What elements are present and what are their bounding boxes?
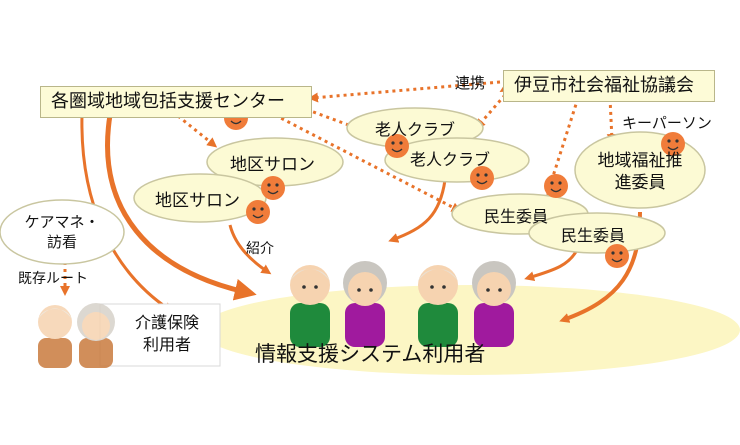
renkei-label: 連携 [455, 74, 486, 92]
salon1-label: 地区サロン [230, 155, 315, 175]
club2-label: 老人クラブ [410, 150, 491, 169]
club2-oval [384, 137, 530, 183]
arrow-club-to-users [388, 179, 447, 243]
system-users-area [200, 285, 740, 375]
keyperson-label: キーパーソン [622, 114, 712, 132]
minsei2-oval [528, 212, 666, 254]
insurance-line2: 利用者 [142, 335, 191, 354]
salon2-label: 地区サロン [155, 191, 240, 211]
insurance-users-box [99, 303, 221, 367]
caremanager-line1: ケアマネ・ [24, 213, 100, 231]
insurance-label: 介護保険 利用者 [122, 312, 212, 356]
minsei2-label: 民生委員 [561, 226, 626, 245]
arrow-center-to-users [105, 114, 257, 301]
shokai-label: 紹介 [246, 241, 274, 257]
promoter-line2: 進委員 [614, 173, 666, 193]
club1-label: 老人クラブ [375, 120, 456, 139]
elderly-people-group [290, 261, 516, 347]
arrow-minsei-to-users [524, 247, 580, 282]
system-users-label: 情報支援システム利用者 [255, 342, 486, 366]
dotted-council-to-club [475, 94, 507, 130]
insurance-line1: 介護保険 [134, 313, 199, 332]
dotted-council-to-minsei [545, 97, 580, 196]
dotted-council-to-promoter [606, 97, 617, 144]
arrow-salon-to-users [228, 224, 272, 275]
minsei1-label: 民生委員 [484, 207, 549, 226]
center-box: 各圏域地域包括支援センター [40, 86, 312, 118]
existing-route-label: 既存ルート [18, 271, 88, 287]
dotted-center-to-salon [177, 114, 218, 148]
salon2-oval [133, 173, 267, 223]
caremanager-line2: 訪看 [46, 233, 77, 251]
promoter-line1: 地域福祉推 [597, 151, 683, 171]
caremanager-label: ケアマネ・ 訪看 [14, 212, 110, 252]
promoter-label: 地域福祉推 進委員 [594, 150, 686, 194]
insurance-people [38, 303, 115, 368]
caremanager-oval [0, 199, 125, 265]
council-box: 伊豆市社会福祉協議会 [503, 70, 715, 102]
